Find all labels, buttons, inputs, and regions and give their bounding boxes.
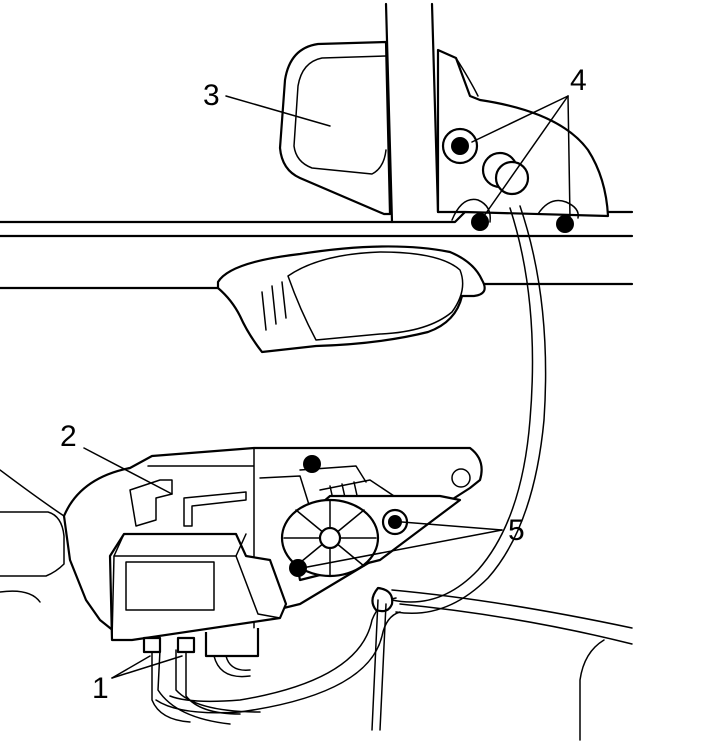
- mirror-mount-screw-left: [471, 213, 489, 231]
- leader-5a: [401, 521, 503, 531]
- wiring-harness: [155, 205, 633, 731]
- door-handle: [216, 245, 486, 354]
- leader-3: [225, 95, 331, 127]
- leader-5b: [301, 529, 503, 569]
- motor-screw-top: [303, 455, 321, 473]
- callout-4-label: 4: [570, 64, 587, 97]
- leader-2: [83, 447, 173, 495]
- callout-5-label: 5: [508, 514, 525, 547]
- callout-1-label: 1: [92, 672, 109, 705]
- body-contour-lower-right: [579, 639, 605, 741]
- mirror-mount-screw-right: [556, 215, 574, 233]
- motor-screw-right: [388, 515, 402, 529]
- window-pillar: [384, 2, 440, 224]
- connector-plug-right: [176, 636, 196, 654]
- leader-4b: [483, 95, 569, 217]
- mirror-motor: [280, 455, 462, 582]
- callout-2-label: 2: [60, 420, 77, 453]
- connector-plugs: [142, 636, 241, 723]
- leader-4a: [471, 95, 569, 143]
- left-body-edge: [0, 469, 65, 603]
- leader-lines: [83, 95, 571, 679]
- mirror-base-plate: [436, 48, 610, 233]
- mirror-mount-screw-upper: [451, 137, 469, 155]
- leader-1a: [111, 655, 151, 679]
- connector-plug-left: [142, 636, 162, 654]
- connector-block: [108, 532, 288, 678]
- callout-3-label: 3: [203, 79, 220, 112]
- leader-4c: [567, 95, 571, 219]
- motor-screw-bottom: [289, 559, 307, 577]
- mirror-glass: [278, 40, 392, 216]
- leader-1b: [111, 655, 183, 679]
